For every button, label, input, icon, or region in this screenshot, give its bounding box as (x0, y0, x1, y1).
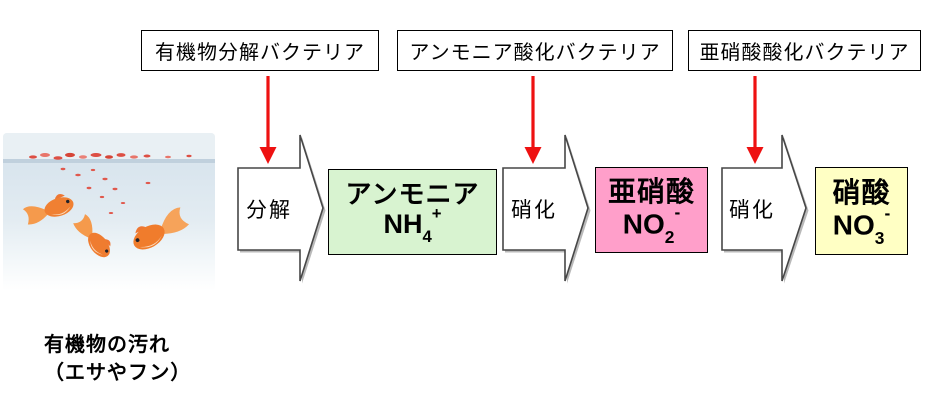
goldfish-right (133, 207, 190, 250)
goldfish-photo-art (3, 133, 215, 258)
compound-box-nitrite: 亜硝酸 NO2 - (595, 167, 708, 253)
nitrite-formula-base: NO (622, 207, 665, 239)
red-arrow-2 (524, 76, 542, 164)
water-surface-line (3, 159, 215, 163)
compound-box-nitrate: 硝酸 NO3 - (815, 167, 908, 255)
red-arrow-1 (259, 76, 277, 164)
process-label-nitrify-2: 硝化 (722, 196, 782, 222)
nitrate-formula-base: NO (832, 208, 875, 240)
nitrate-formula: NO3 - (832, 203, 890, 248)
compound-box-ammonia: アンモニア NH4 + (328, 169, 497, 255)
nitrify-1-text: 硝化 (511, 199, 557, 222)
label-box-nitrite-oxidizing-bacteria: 亜硝酸酸化バクテリア (688, 30, 921, 71)
photo-caption: 有機物の汚れ （エサやフン） (44, 331, 191, 387)
ammonia-name: アンモニア (345, 178, 480, 209)
caption-line-1: 有機物の汚れ (44, 334, 170, 356)
nitrite-name: 亜硝酸 (607, 176, 695, 208)
label-box-ammonia-oxidizing-bacteria: アンモニア酸化バクテリア (397, 30, 673, 71)
sky-band (3, 133, 215, 159)
nitrate-formula-sub: 3 (874, 227, 885, 248)
nitrify-2-text: 硝化 (729, 199, 775, 222)
goldfish-center (73, 214, 111, 258)
process-label-decompose: 分解 (238, 196, 300, 222)
ammonia-formula-sup: + (431, 203, 442, 223)
ammonia-oxidizing-bacteria-label: アンモニア酸化バクテリア (409, 42, 661, 64)
goldfish-photo (3, 133, 215, 291)
nitrite-formula: NO2 - (622, 202, 680, 247)
ammonia-formula: NH4 + (383, 204, 441, 247)
ammonia-formula-sub: 4 (422, 227, 432, 247)
decompose-text: 分解 (246, 199, 292, 222)
food-flakes-sinking (60, 167, 151, 214)
ammonia-formula-base: NH (383, 208, 423, 239)
nitrate-formula-sup: - (884, 203, 891, 224)
nitrite-formula-sub: 2 (664, 226, 675, 247)
nitrite-formula-sup: - (674, 202, 681, 223)
nitrite-oxidizing-bacteria-label: 亜硝酸酸化バクテリア (699, 42, 910, 64)
goldfish-left (22, 194, 74, 225)
decomposing-bacteria-label: 有機物分解バクテリア (155, 42, 365, 64)
red-arrow-3 (746, 76, 764, 164)
label-box-decomposing-bacteria: 有機物分解バクテリア (141, 30, 379, 71)
process-label-nitrify-1: 硝化 (503, 196, 565, 222)
nitrate-name: 硝酸 (832, 177, 891, 209)
food-flakes-surface (29, 152, 192, 160)
caption-line-2: （エサやフン） (44, 362, 192, 384)
